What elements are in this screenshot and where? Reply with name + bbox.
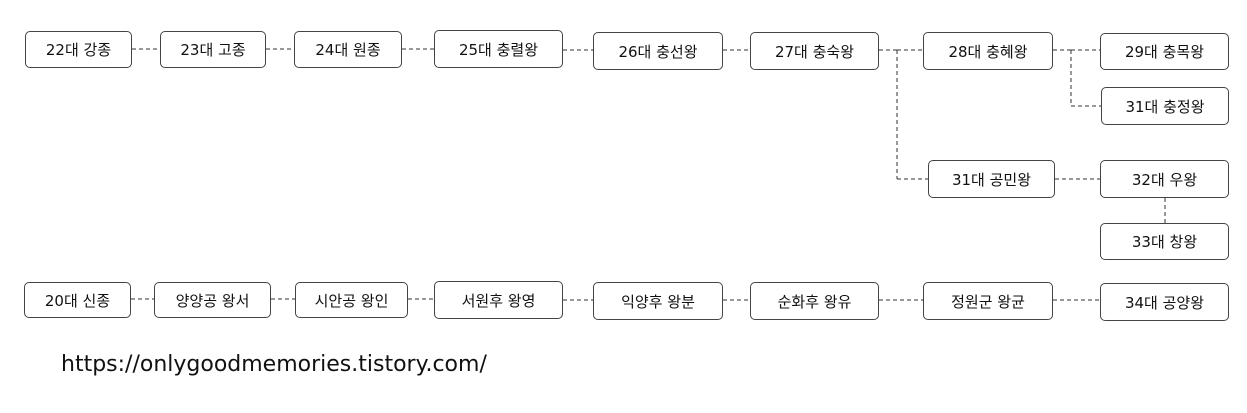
source-url: https://onlygoodmemories.tistory.com/: [61, 352, 487, 377]
node-20-sinjong: 20대 신종: [24, 282, 131, 318]
node-23-gojong: 23대 고종: [160, 31, 266, 68]
node-yangyang-wangseo: 양양공 왕서: [154, 282, 271, 318]
node-32-u: 32대 우왕: [1100, 160, 1229, 198]
node-26-chungseon: 26대 충선왕: [593, 32, 723, 70]
node-33-chang: 33대 창왕: [1100, 223, 1229, 260]
node-27-chungsuk: 27대 충숙왕: [750, 32, 879, 70]
node-34-gongyang: 34대 공양왕: [1100, 283, 1229, 321]
node-sunhwa-wangyu: 순화후 왕유: [750, 282, 879, 320]
node-22-gangjong: 22대 강종: [25, 31, 132, 68]
node-31-chungjeong: 31대 충정왕: [1101, 87, 1229, 125]
node-ikyang-wangbun: 익양후 왕분: [593, 282, 723, 320]
node-28-chunghye: 28대 충혜왕: [923, 32, 1053, 70]
node-25-chungnyeol: 25대 충렬왕: [434, 30, 563, 68]
node-seowon-wangyeong: 서원후 왕영: [434, 281, 563, 319]
node-sian-wangin: 시안공 왕인: [295, 282, 408, 318]
node-31-gongmin: 31대 공민왕: [928, 160, 1055, 198]
node-24-wonjong: 24대 원종: [294, 31, 402, 68]
node-jeongwon-wanggyun: 정원군 왕균: [923, 282, 1053, 320]
node-29-chungmok: 29대 충목왕: [1100, 33, 1229, 70]
